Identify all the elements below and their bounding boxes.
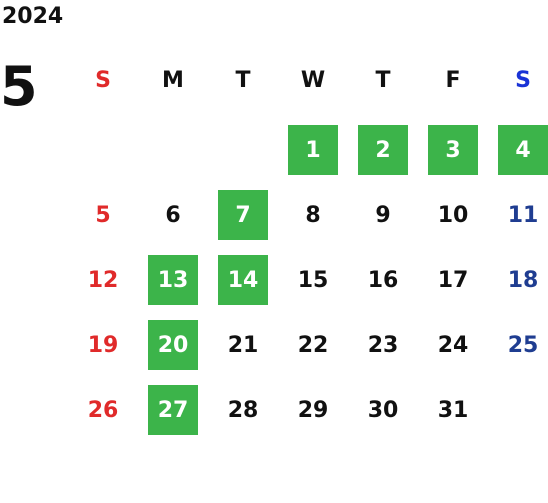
weekday-header-5: F	[445, 67, 461, 93]
calendar-day-23[interactable]: 23	[367, 332, 399, 358]
calendar-day-18[interactable]: 18	[507, 267, 539, 293]
calendar-day-21[interactable]: 21	[227, 332, 259, 358]
calendar-day-13[interactable]: 13	[148, 255, 198, 305]
weekday-header-6: S	[515, 67, 531, 93]
weekday-header-1: M	[162, 67, 184, 93]
calendar-day-16[interactable]: 16	[367, 267, 399, 293]
calendar-day-8[interactable]: 8	[305, 202, 321, 228]
weekday-header-3: W	[300, 67, 326, 93]
calendar-day-17[interactable]: 17	[437, 267, 469, 293]
calendar-day-28[interactable]: 28	[227, 397, 259, 423]
calendar-day-25[interactable]: 25	[507, 332, 539, 358]
weekday-header-0: S	[95, 67, 111, 93]
calendar-day-14[interactable]: 14	[218, 255, 268, 305]
calendar-day-19[interactable]: 19	[87, 332, 119, 358]
calendar-day-1[interactable]: 1	[288, 125, 338, 175]
calendar-day-24[interactable]: 24	[437, 332, 469, 358]
month-label: 5	[0, 55, 38, 118]
calendar-day-30[interactable]: 30	[367, 397, 399, 423]
calendar-day-22[interactable]: 22	[297, 332, 329, 358]
calendar-day-12[interactable]: 12	[87, 267, 119, 293]
calendar-day-2[interactable]: 2	[358, 125, 408, 175]
calendar-day-9[interactable]: 9	[375, 202, 391, 228]
calendar-day-20[interactable]: 20	[148, 320, 198, 370]
calendar-day-31[interactable]: 31	[437, 397, 469, 423]
calendar-day-7[interactable]: 7	[218, 190, 268, 240]
calendar-day-6[interactable]: 6	[165, 202, 181, 228]
calendar-day-26[interactable]: 26	[87, 397, 119, 423]
calendar-day-3[interactable]: 3	[428, 125, 478, 175]
weekday-header-4: T	[375, 67, 391, 93]
calendar-day-11[interactable]: 11	[507, 202, 539, 228]
calendar-day-5[interactable]: 5	[95, 202, 111, 228]
year-label: 2024	[2, 4, 64, 29]
calendar-day-27[interactable]: 27	[148, 385, 198, 435]
calendar-day-10[interactable]: 10	[437, 202, 469, 228]
calendar-day-15[interactable]: 15	[297, 267, 329, 293]
calendar-day-29[interactable]: 29	[297, 397, 329, 423]
calendar-day-4[interactable]: 4	[498, 125, 548, 175]
weekday-header-2: T	[235, 67, 251, 93]
